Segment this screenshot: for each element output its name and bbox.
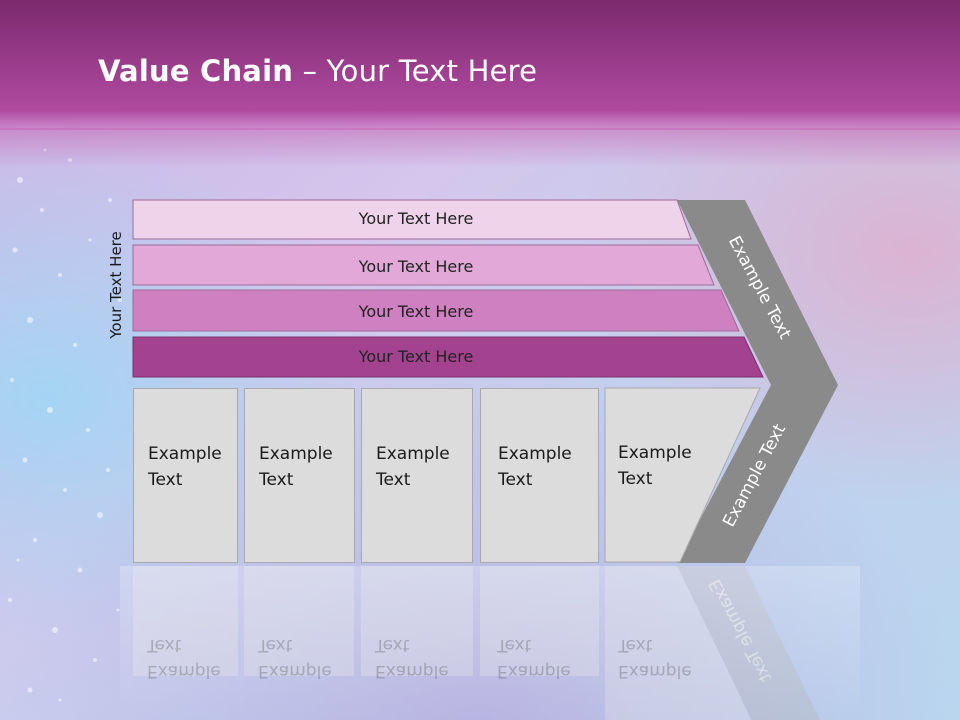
reflection-text-5: Example Text (618, 632, 692, 684)
band-3-label: Your Text Here (358, 302, 474, 321)
reflection-text-4: Example Text (497, 632, 571, 684)
side-label-text: Your Text Here (107, 231, 125, 339)
activity-box-5-line1: Example (618, 443, 692, 463)
activity-box-4-line2: Text (498, 470, 533, 490)
side-label: Your Text Here (96, 218, 136, 352)
reflection-text-4-line1: Example (497, 661, 571, 681)
slide-header: Value Chain – Your Text Here (0, 0, 960, 130)
band-3 (132, 289, 740, 332)
reflection-text-3-line1: Example (375, 661, 449, 681)
reflection-text-1-line2: Text (147, 635, 182, 655)
slide-title-bold: Value Chain (98, 54, 294, 88)
reflection-text-4-line2: Text (497, 635, 532, 655)
reflection-text-1-line1: Example (147, 661, 221, 681)
reflection-text-5-line2: Text (618, 635, 653, 655)
slide-title: Value Chain – Your Text Here (98, 54, 537, 88)
reflection-text-2-line1: Example (258, 661, 332, 681)
reflection-text-1: Example Text (147, 632, 221, 684)
chevron-bottom (677, 385, 838, 563)
activity-box-5-line2: Text (618, 469, 653, 489)
box-5-shape (604, 387, 761, 563)
band-2 (132, 244, 715, 286)
reflection-text-3-line2: Text (375, 635, 410, 655)
band-1-label: Your Text Here (358, 209, 474, 228)
reflection-text-3: Example Text (375, 632, 449, 684)
chevron-top (677, 200, 838, 385)
band-1 (132, 199, 692, 240)
reflection-text-2-line2: Text (258, 635, 293, 655)
activity-box-2-line1: Example (259, 444, 333, 464)
activity-box-4-line1: Example (498, 444, 572, 464)
reflection-text-2: Example Text (258, 632, 332, 684)
activity-box-3-line1: Example (376, 444, 450, 464)
activity-box-3-line2: Text (376, 470, 411, 490)
band-2-label: Your Text Here (358, 257, 474, 276)
band-4 (132, 336, 764, 378)
activity-box-1-line1: Example (148, 444, 222, 464)
reflection-text-5-line1: Example (618, 661, 692, 681)
band-4-label: Your Text Here (358, 347, 474, 366)
slide-title-rest: – Your Text Here (293, 54, 538, 88)
activity-box-2-line2: Text (259, 470, 294, 490)
activity-box-1-line2: Text (148, 470, 183, 490)
